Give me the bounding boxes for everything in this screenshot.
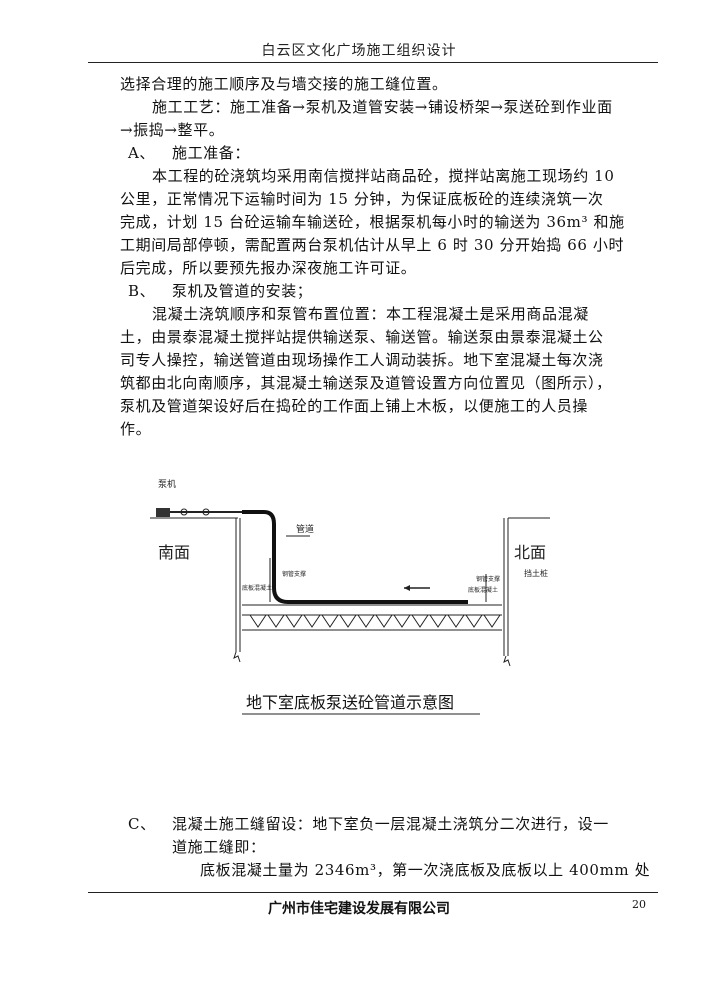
support-label-left: 钢管支撑 [282,570,306,578]
section-b-title: 泵机及管道的安装； [172,282,313,300]
paragraph-line: 后完成，所以要预先报办深夜施工许可证。 [120,259,417,277]
paragraph-line: →振捣→整平。 [120,121,225,139]
paragraph-line: 道施工缝即： [172,838,266,856]
north-label: 北面 [514,543,546,562]
pipe-joint-icon [202,508,210,516]
slab-pile-caps [249,614,501,628]
slab-label-left: 底板混凝土 [242,584,272,592]
section-b-marker: B、 [128,282,156,300]
break-symbol [503,655,511,667]
paragraph-line: 工期间局部停顿，需配置两台泵机估计从早上 6 时 30 分开始捣 66 小时 [120,236,625,254]
paragraph-line: 司专人操控，输送管道由现场操作工人调动装拆。地下室混凝土每次浇 [120,351,604,369]
south-label: 南面 [158,543,190,562]
paragraph-line: 筑都由北向南顺序，其混凝土输送泵及道管设置方向位置见（图所示）， [120,374,612,392]
support-label-right: 钢管支撑 [476,575,500,583]
footer-rule [88,892,658,893]
paragraph-line: 底板混凝土量为 2346m³，第一次浇底板及底板以上 400mm 处 [200,861,651,879]
footer-company: 广州市佳宅建设发展有限公司 [268,901,450,917]
flow-arrow-head [404,585,410,591]
break-symbol [233,651,241,663]
paragraph-line: 施工工艺：施工准备→泵机及道管安装→铺设桥架→泵送砼到作业面 [152,98,613,116]
pump-pipe-diagram: 泵机 南面 管道 钢管支撑 底板混凝土 北面 挡土桩 钢管支撑 底板混凝土 地下… [150,478,550,715]
diagram-caption: 地下室底板泵送砼管道示意图 [246,693,454,712]
section-c-marker: C、 [128,815,156,833]
page-header-title: 白云区文化广场施工组织设计 [261,43,457,59]
paragraph-line: 泵机及管道架设好后在捣砼的工作面上铺上木板，以便施工的人员操 [120,397,589,415]
retaining-pile-label: 挡土桩 [524,568,548,578]
paragraph-line: 选择合理的施工顺序及与墙交接的施工缝位置。 [120,75,448,93]
slab-label-right: 底板混凝土 [468,586,498,594]
paragraph-line: 公里，正常情况下运输时间为 15 分钟，为保证底板砼的连续浇筑一次 [120,190,604,208]
paragraph-line: 土，由景泰混凝土搅拌站提供输送泵、输送管。输送泵由景泰混凝土公 [120,328,604,346]
paragraph-line: 作。 [120,420,152,438]
paragraph-line: 完成，计划 15 台砼运输车输送砼，根据泵机每小时的输送为 36m³ 和施 [120,213,625,231]
page-number: 20 [632,898,646,911]
pump-machine-icon [156,508,170,517]
pump-label: 泵机 [158,478,176,490]
section-a-marker: A、 [128,144,156,162]
section-a-title: 施工准备： [172,144,251,162]
paragraph-line: 混凝土浇筑顺序和泵管布置位置：本工程混凝土是采用商品混凝 [152,305,589,323]
paragraph-line: 本工程的砼浇筑均采用南信搅拌站商品砼，搅拌站离施工现场约 10 [152,167,615,185]
header-rule [88,62,658,63]
pipe-joint-icon [180,508,188,516]
delivery-pipe [242,510,468,604]
paragraph-line: 混凝土施工缝留设：地下室负一层混凝土浇筑分二次进行，设一 [172,815,609,833]
pipe-label: 管道 [296,523,314,535]
